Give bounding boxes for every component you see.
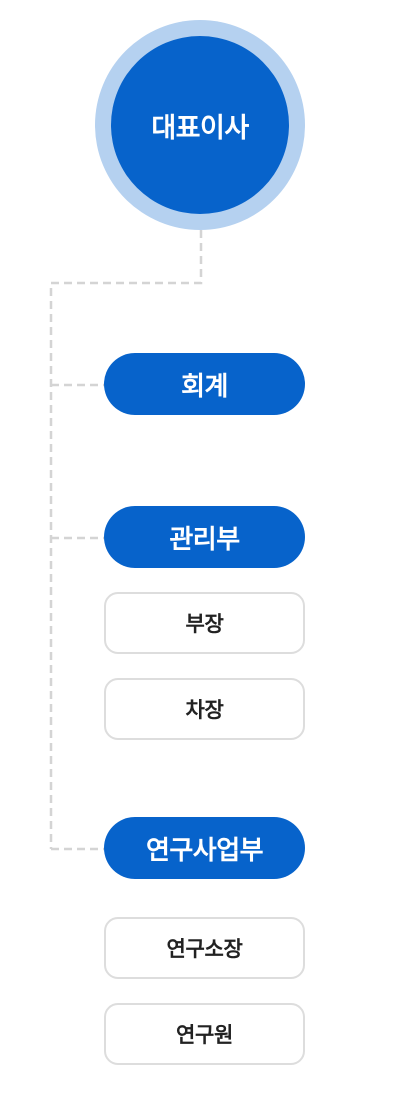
dept-node-accounting: 회계 <box>104 353 305 415</box>
ceo-connector-line <box>49 230 203 849</box>
dept-node-management: 관리부 <box>104 506 305 568</box>
role-node-researcher: 연구원 <box>104 1003 305 1065</box>
role-node-general-manager: 부장 <box>104 592 305 654</box>
ceo-label: 대표이사 <box>151 112 249 144</box>
role-node-deputy-manager: 차장 <box>104 678 305 740</box>
ceo-node: 대표이사 <box>111 36 289 214</box>
dept-node-research: 연구사업부 <box>104 817 305 879</box>
role-node-lab-director: 연구소장 <box>104 917 305 979</box>
ceo-node-ring: 대표이사 <box>95 20 305 230</box>
